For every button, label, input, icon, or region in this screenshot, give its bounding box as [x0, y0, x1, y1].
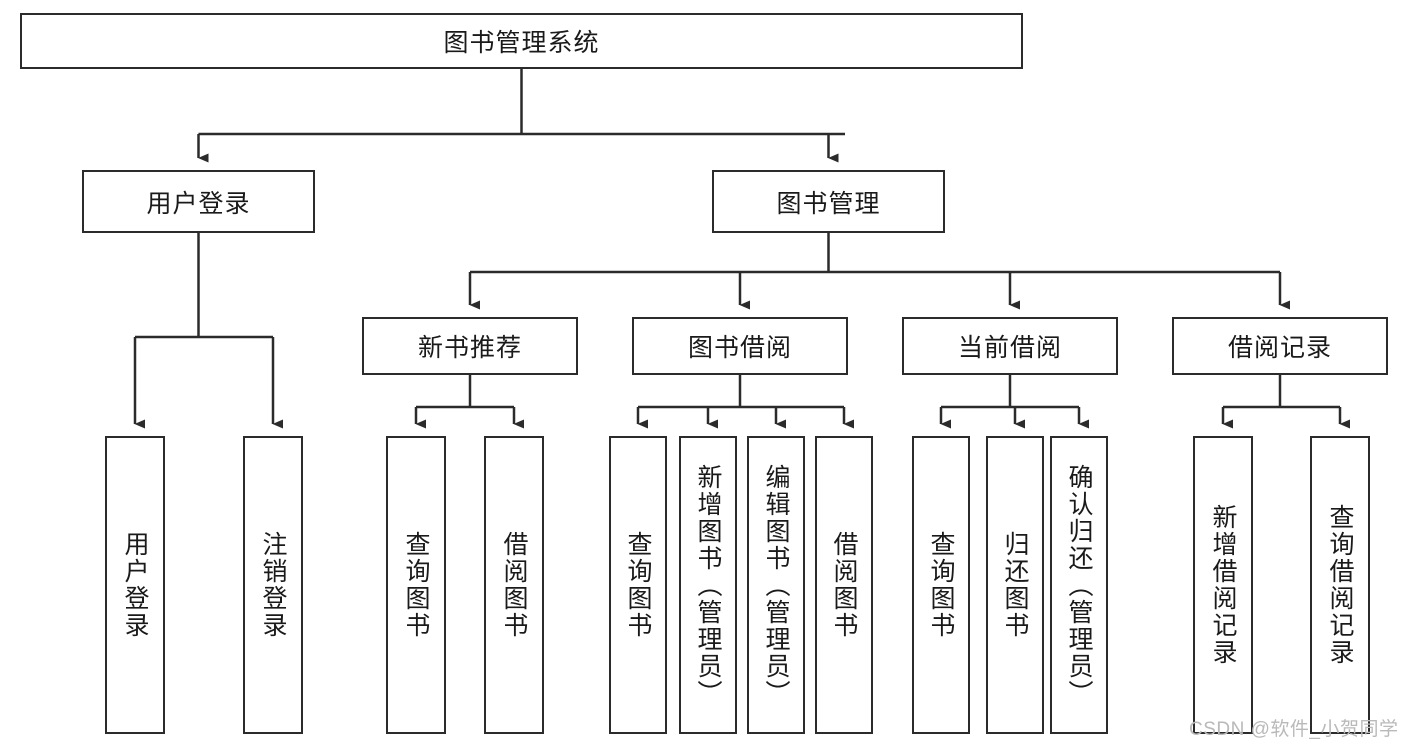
node-leaf-confirm-return-admin[interactable]: 确认归还（管理员）: [1050, 436, 1108, 734]
node-label: 确认归还（管理员）: [1065, 463, 1093, 707]
node-leaf-query-borrow-record[interactable]: 查询借阅记录: [1310, 436, 1370, 734]
node-leaf-query-book-3[interactable]: 查询图书: [912, 436, 970, 734]
node-leaf-borrow-book-2[interactable]: 借阅图书: [815, 436, 873, 734]
node-leaf-edit-book-admin[interactable]: 编辑图书（管理员）: [747, 436, 805, 734]
node-leaf-borrow-book-1[interactable]: 借阅图书: [484, 436, 544, 734]
node-label: 查询图书: [624, 531, 652, 639]
node-label: 图书借阅: [687, 334, 792, 362]
node-label: 查询图书: [402, 531, 430, 639]
node-current-borrow[interactable]: 当前借阅: [902, 317, 1118, 375]
node-book-borrow[interactable]: 图书借阅: [632, 317, 848, 375]
node-leaf-add-borrow-record[interactable]: 新增借阅记录: [1193, 436, 1253, 734]
node-label: 新书推荐: [417, 334, 522, 362]
node-label: 注销登录: [259, 531, 287, 639]
node-label: 编辑图书（管理员）: [762, 463, 790, 707]
node-leaf-query-book-2[interactable]: 查询图书: [609, 436, 667, 734]
node-root-system[interactable]: 图书管理系统: [20, 13, 1023, 69]
node-label: 查询图书: [927, 531, 955, 639]
node-label: 借阅图书: [500, 531, 528, 639]
node-leaf-user-login[interactable]: 用户登录: [105, 436, 165, 734]
node-label: 归还图书: [1001, 531, 1029, 639]
node-label: 用户登录: [121, 531, 149, 639]
node-label: 图书管理系统: [443, 29, 600, 57]
node-book-management[interactable]: 图书管理: [712, 170, 945, 233]
node-label: 查询借阅记录: [1326, 504, 1354, 666]
node-leaf-return-book[interactable]: 归还图书: [986, 436, 1044, 734]
node-new-book-recommend[interactable]: 新书推荐: [362, 317, 578, 375]
node-borrow-record[interactable]: 借阅记录: [1172, 317, 1388, 375]
node-label: 新增借阅记录: [1209, 504, 1237, 666]
node-leaf-add-book-admin[interactable]: 新增图书（管理员）: [679, 436, 737, 734]
node-label: 新增图书（管理员）: [694, 463, 722, 707]
node-label: 借阅记录: [1227, 334, 1332, 362]
node-label: 用户登录: [146, 189, 251, 218]
node-leaf-user-logout[interactable]: 注销登录: [243, 436, 303, 734]
node-label: 当前借阅: [957, 334, 1062, 362]
node-leaf-query-book-1[interactable]: 查询图书: [386, 436, 446, 734]
node-label: 借阅图书: [830, 531, 858, 639]
csdn-watermark: CSDN @软件_小贺同学: [1189, 719, 1399, 740]
node-user-login[interactable]: 用户登录: [82, 170, 315, 233]
node-label: 图书管理: [776, 189, 881, 218]
